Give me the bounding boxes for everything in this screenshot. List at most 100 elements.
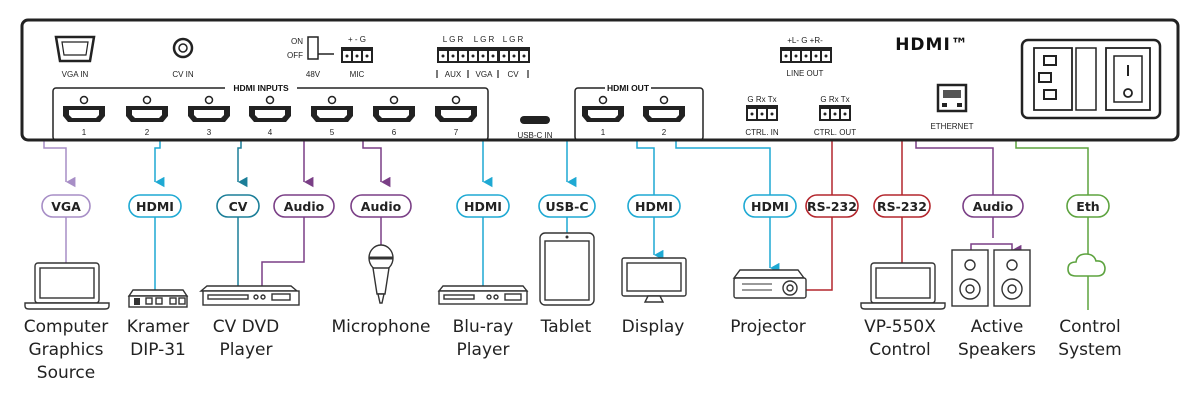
cv-in-port: CV IN bbox=[172, 37, 194, 79]
signal-badge: Audio bbox=[962, 194, 1024, 218]
badge-label: Eth bbox=[1076, 199, 1099, 214]
mic-pins-label: + - G bbox=[348, 35, 366, 44]
badge-label: HDMI bbox=[136, 199, 174, 214]
badge-label: HDMI bbox=[464, 199, 502, 214]
hdmi-output-port-1: 1 bbox=[582, 95, 624, 137]
cv-audio-terminal-block bbox=[498, 47, 530, 63]
cv-audio-label: CV bbox=[507, 70, 519, 79]
badge-label: Audio bbox=[284, 199, 325, 214]
device-label-line: Computer bbox=[24, 317, 109, 337]
laptop-icon bbox=[24, 262, 110, 310]
port-number: 3 bbox=[207, 128, 212, 137]
badge-label: Audio bbox=[973, 199, 1014, 214]
aux-vga-audio-terminal-block bbox=[437, 47, 499, 63]
device-label-line: Blu-ray bbox=[453, 317, 514, 337]
vga-in-label: VGA IN bbox=[62, 70, 89, 79]
device-label-line: Player bbox=[457, 340, 510, 360]
hdmi-out-title: HDMI OUT bbox=[607, 83, 650, 93]
badge-label: RS-232 bbox=[877, 199, 927, 214]
device-label-line: CV DVD bbox=[213, 317, 279, 337]
hdmi-input-port-4: 4 bbox=[249, 95, 291, 137]
device-label-line: VP-550X bbox=[864, 317, 936, 337]
badge-label: USB-C bbox=[545, 199, 588, 214]
signal-badge: HDMI bbox=[456, 194, 510, 218]
display-icon bbox=[621, 257, 687, 303]
port-number: 1 bbox=[601, 128, 606, 137]
device-label-line: System bbox=[1058, 340, 1121, 360]
signal-badge: RS-232 bbox=[873, 194, 931, 218]
device-label-line: Graphics bbox=[28, 340, 103, 360]
signal-badge: HDMI bbox=[627, 194, 681, 218]
device-label-line: Active bbox=[971, 317, 1024, 337]
cloud-icon bbox=[1067, 253, 1106, 277]
port-number: 6 bbox=[392, 128, 397, 137]
device-label-line: Display bbox=[622, 317, 685, 337]
blu-ray-player-icon bbox=[437, 285, 529, 305]
dvd-player-icon bbox=[199, 285, 300, 306]
hdmi-logo: HDMI™ bbox=[895, 35, 969, 55]
signal-badge: HDMI bbox=[128, 194, 182, 218]
aux-label: AUX bbox=[445, 70, 462, 79]
projector-icon bbox=[732, 269, 807, 299]
phantom-power-switch[interactable] bbox=[307, 36, 319, 60]
ctrl-out-label: CTRL. OUT bbox=[814, 128, 856, 137]
signal-badge: Eth bbox=[1066, 194, 1110, 218]
usb-c-in-label: USB-C IN bbox=[517, 131, 552, 140]
signal-badge: Audio bbox=[350, 194, 412, 218]
badge-label: HDMI bbox=[751, 199, 789, 214]
device-label-line: DIP-31 bbox=[130, 340, 186, 360]
phantom-on-label: ON bbox=[291, 37, 303, 46]
ctrl-out-terminal-block bbox=[819, 105, 851, 121]
device-label: VP-550X Control bbox=[864, 317, 936, 360]
badge-label: Audio bbox=[361, 199, 402, 214]
ctrl-in-pins-label: G Rx Tx bbox=[747, 95, 776, 104]
hdmi-input-port-6: 6 bbox=[373, 95, 415, 137]
badge-label: RS-232 bbox=[807, 199, 857, 214]
laptop-icon bbox=[860, 262, 946, 310]
devices bbox=[24, 232, 1106, 310]
hdmi-output-port-2: 2 bbox=[643, 95, 685, 137]
power-inlet-switch[interactable] bbox=[1020, 38, 1162, 120]
port-number: 2 bbox=[145, 128, 150, 137]
hdmi-input-port-7: 7 bbox=[435, 95, 477, 137]
device-label-line: Projector bbox=[730, 317, 806, 337]
ctrl-in-terminal-block bbox=[746, 105, 778, 121]
port-number: 7 bbox=[454, 128, 459, 137]
phantom-off-label: OFF bbox=[287, 51, 303, 60]
usb-c-in-port bbox=[520, 116, 550, 124]
hdmi-input-port-3: 3 bbox=[188, 95, 230, 137]
phantom-48v-label: 48V bbox=[306, 70, 321, 79]
port-number: 1 bbox=[82, 128, 87, 137]
device-label-line: Source bbox=[37, 363, 95, 383]
ctrl-in-label: CTRL. IN bbox=[745, 128, 779, 137]
signal-badge: RS-232 bbox=[805, 194, 859, 218]
signal-badge: Audio bbox=[273, 194, 335, 218]
microphone-icon bbox=[368, 244, 394, 304]
signal-badge: CV bbox=[216, 194, 260, 218]
badge-label: HDMI bbox=[635, 199, 673, 214]
device-label-line: Control bbox=[869, 340, 930, 360]
line-out-terminal-block bbox=[780, 47, 832, 63]
port-number: 4 bbox=[268, 128, 273, 137]
vga-audio-label: VGA bbox=[476, 70, 494, 79]
mic-label: MIC bbox=[350, 70, 365, 79]
hdmi-inputs-title: HDMI INPUTS bbox=[233, 83, 289, 93]
vga-in-port: VGA IN bbox=[54, 35, 96, 79]
hdmi-input-port-5: 5 bbox=[311, 95, 353, 137]
line-out-label: LINE OUT bbox=[787, 69, 824, 78]
cv-in-label: CV IN bbox=[172, 70, 194, 79]
device-label-line: Microphone bbox=[332, 317, 431, 337]
ethernet-port: ETHERNET bbox=[930, 83, 974, 131]
port-number: 5 bbox=[330, 128, 335, 137]
device-label-line: Control bbox=[1059, 317, 1120, 337]
ethernet-label: ETHERNET bbox=[930, 122, 973, 131]
tablet-icon bbox=[539, 232, 595, 306]
signal-badge: USB-C bbox=[538, 194, 596, 218]
device-label: Tablet bbox=[540, 317, 592, 337]
